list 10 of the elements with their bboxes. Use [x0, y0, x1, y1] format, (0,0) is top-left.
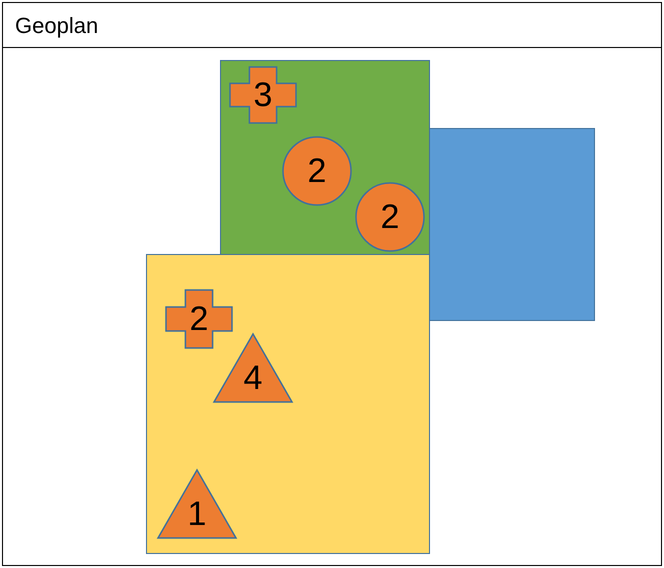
shape-number: 4 — [244, 360, 262, 395]
area-rectangle — [146, 254, 430, 554]
shape-number: 1 — [188, 496, 206, 531]
shape-number: 3 — [254, 78, 272, 112]
shape-number: 2 — [308, 154, 326, 188]
area-rectangle — [220, 60, 430, 255]
shape-number: 2 — [190, 302, 208, 336]
area-rectangle — [429, 128, 595, 321]
shape-number: 2 — [380, 200, 400, 234]
title: Geoplan — [15, 13, 98, 39]
